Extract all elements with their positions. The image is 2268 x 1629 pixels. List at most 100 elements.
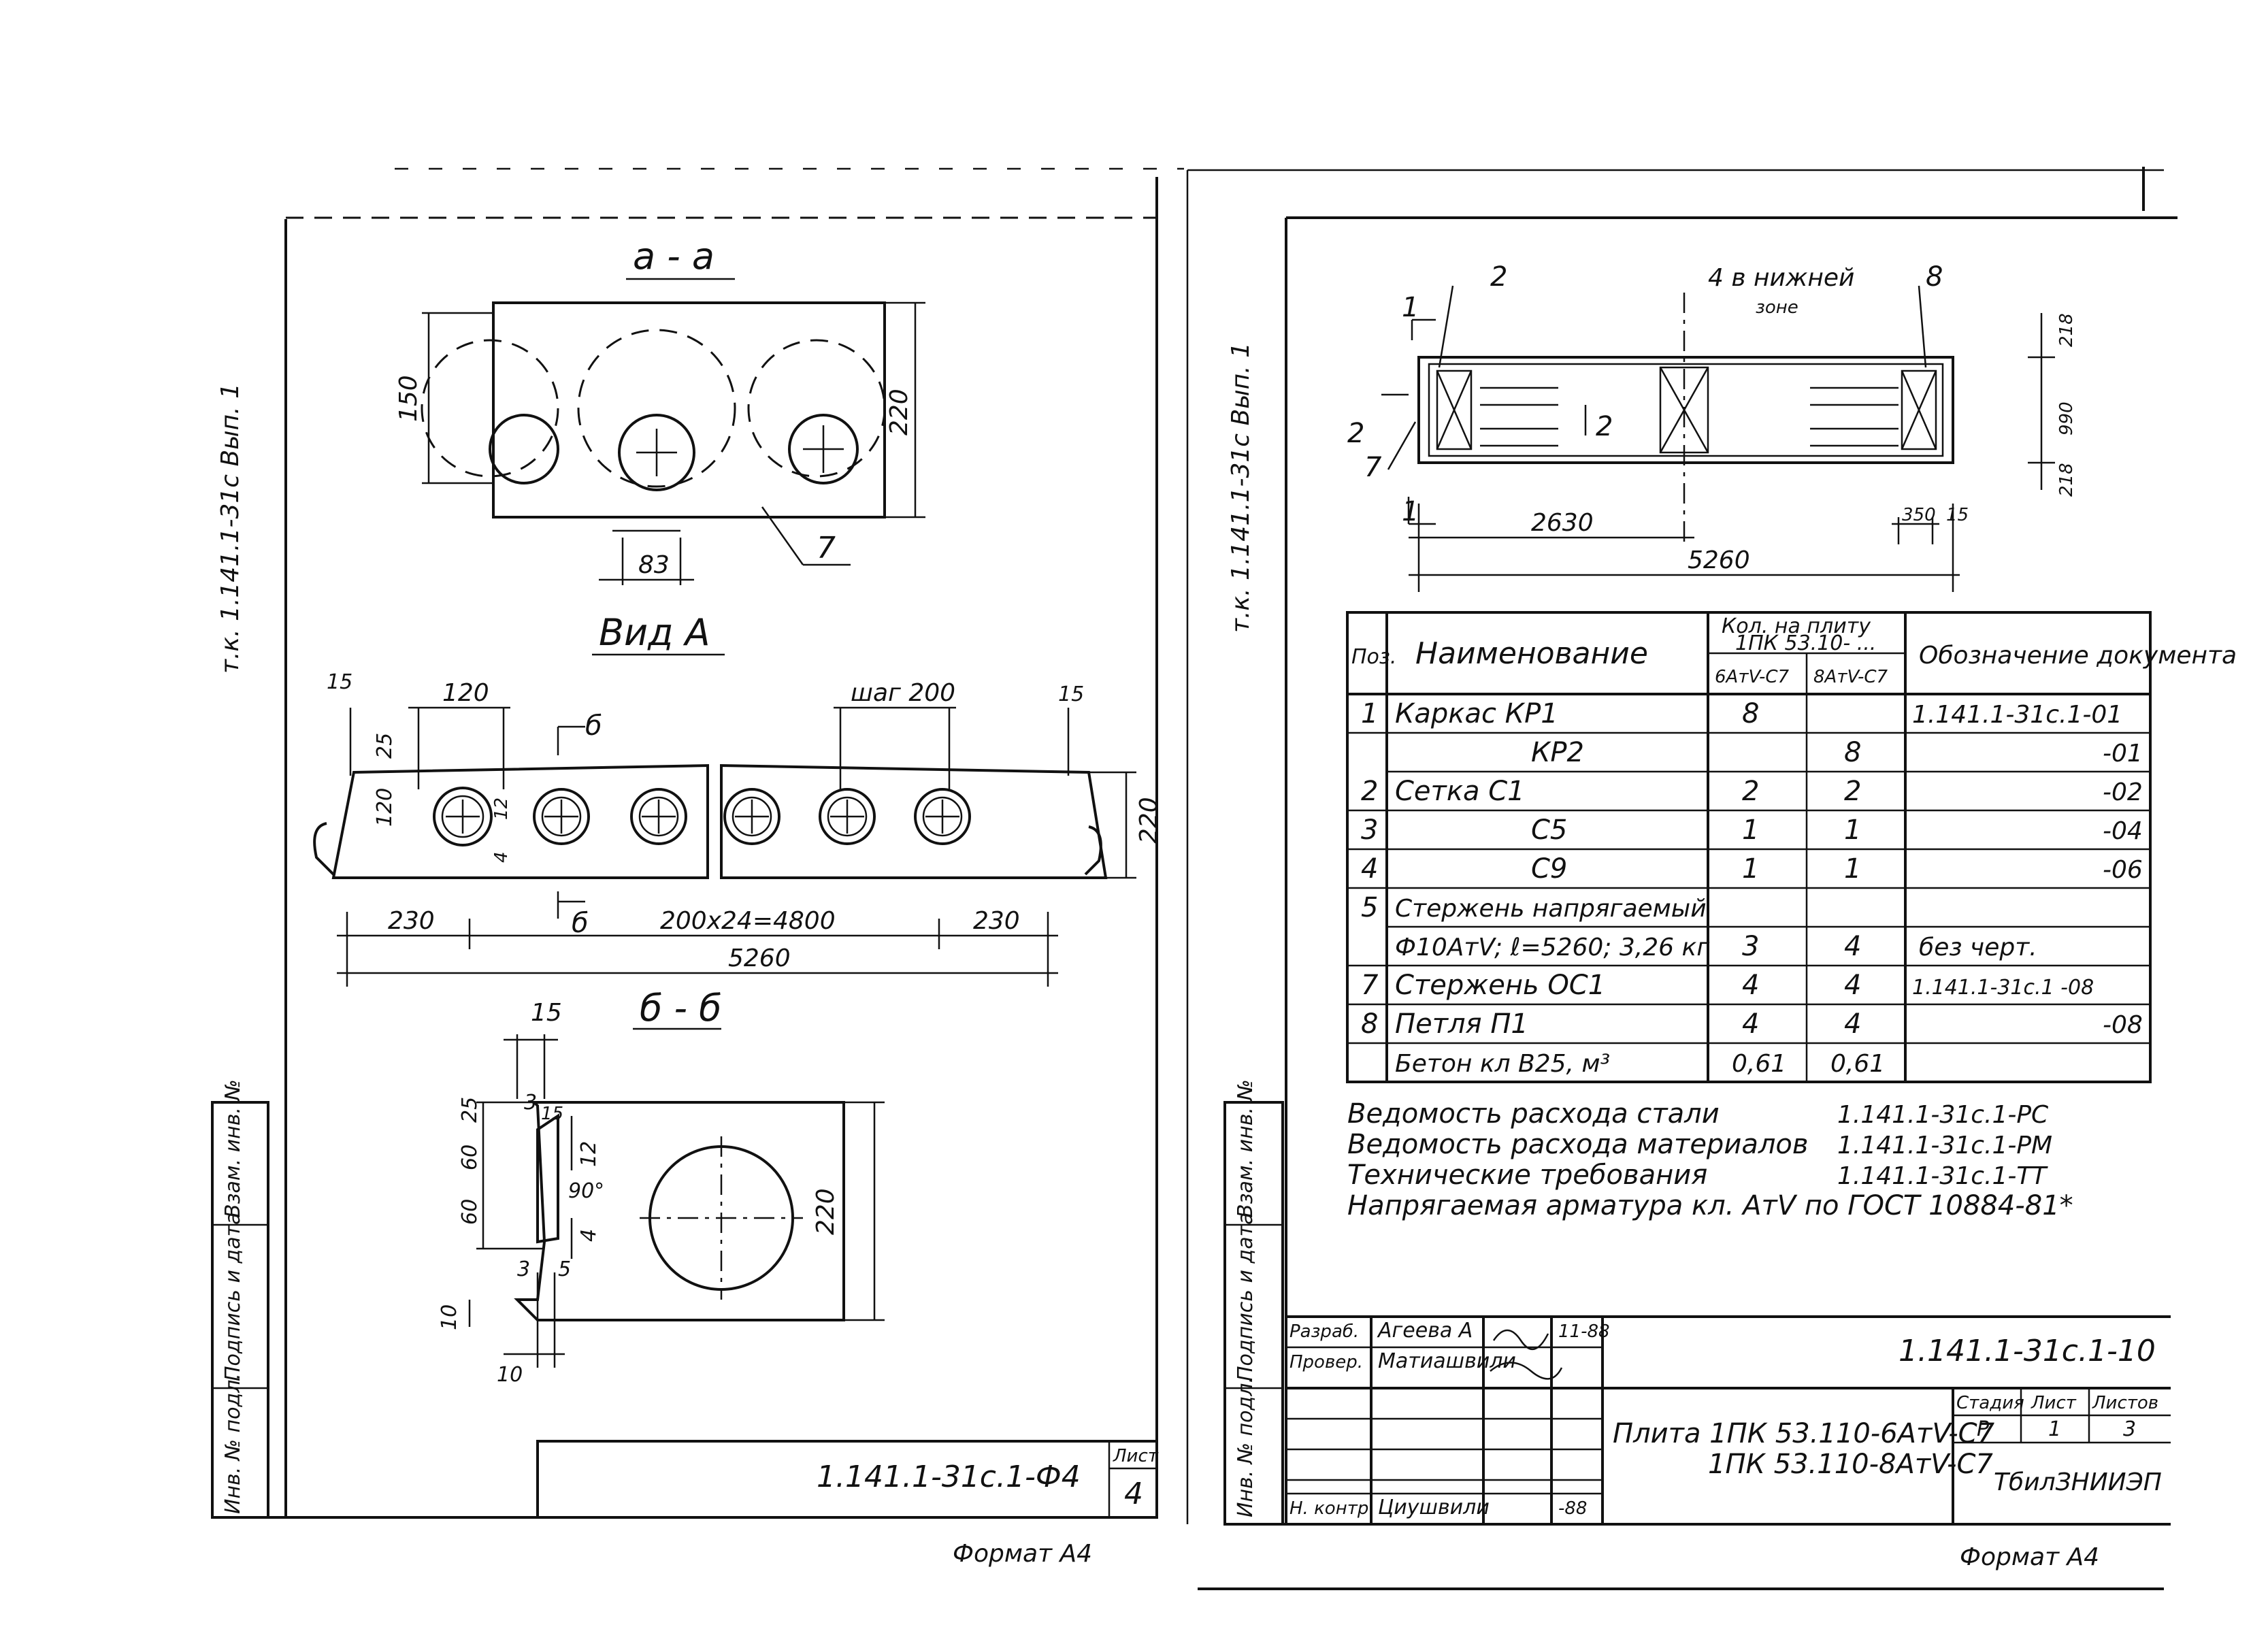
plan-label-1a: 1 — [1402, 292, 1419, 323]
plan-label-2: 2 — [1490, 261, 1507, 293]
th-col-b: 8АтV-С7 — [1813, 667, 1888, 687]
dim-bb-25: 25 — [458, 1097, 482, 1123]
plan-dim-5260: 5260 — [1688, 546, 1750, 574]
cell-doc: 1.141.1-31с.1-01 — [1912, 701, 2122, 729]
right-stamp-col-1: Взам. инв. № — [1234, 1079, 1258, 1218]
dim-va-230a: 230 — [388, 907, 435, 935]
tb-sheets: 3 — [2123, 1417, 2136, 1441]
left-sheet-no: 4 — [1124, 1477, 1143, 1511]
table-row: 1 Каркас КР1 8 1.141.1-31с.1-01 — [1361, 698, 2122, 729]
dim-bb-angle: 90° — [568, 1179, 604, 1203]
left-stamp-col-2: Подпись и дата — [221, 1213, 245, 1382]
cell-name: Сетка С1 — [1395, 776, 1525, 807]
cell-name: КР2 — [1531, 737, 1584, 768]
cell-doc: -04 — [2103, 817, 2143, 845]
dim-va-15a: 15 — [327, 670, 352, 694]
tb-role: Провер. — [1289, 1352, 1363, 1372]
right-stamp-col-3: Инв. № подл. — [1234, 1377, 1258, 1517]
table-row: 5 Стержень напрягаемый — [1361, 892, 1707, 923]
cell-b: 1 — [1844, 853, 1861, 885]
note-ref: 1.141.1-31с.1-РС — [1837, 1101, 2049, 1129]
signature-mark — [1490, 1329, 1563, 1380]
right-format: Формат А4 — [1960, 1543, 2099, 1571]
th-qty-sub: 1ПК 53.10- ... — [1735, 631, 1876, 655]
right-sheet: т.к. 1.141.1-31с Вып. 1 Взам. инв. № Под… — [1186, 167, 2237, 1590]
dim-bb-3a: 3 — [524, 1091, 537, 1115]
dim-bb-60a: 60 — [458, 1145, 482, 1170]
tb-sheet: 1 — [2048, 1417, 2061, 1441]
plan-dim-218a: 218 — [2056, 313, 2077, 347]
plan-dim-218b: 218 — [2056, 463, 2077, 497]
table-row: Бетон кл В25, м³ 0,61 0,61 — [1395, 1050, 1885, 1078]
dim-va-220: 220 — [1135, 797, 1163, 844]
title-block — [1286, 1315, 2171, 1524]
table-row: Ф10АтV; ℓ=5260; 3,26 кг 3 4 без черт. — [1395, 931, 2037, 962]
plan-label-1b: 1 — [1402, 496, 1419, 527]
cell-doc: без черт. — [1919, 934, 2037, 961]
cell-b: 1 — [1844, 814, 1861, 846]
dim-bb-60b: 60 — [458, 1199, 482, 1225]
th-col-a: 6АтV-С7 — [1715, 667, 1790, 687]
cell-name: Петля П1 — [1395, 1008, 1528, 1040]
dim-va-step: шаг 200 — [851, 679, 955, 707]
tb-name: Агеева А — [1377, 1319, 1473, 1343]
plan-label-8: 8 — [1926, 261, 1943, 293]
cell-a: 4 — [1742, 1008, 1759, 1040]
cell-pos: 1 — [1361, 698, 1378, 729]
cell-a: 2 — [1742, 776, 1759, 807]
cell-doc: -02 — [2103, 778, 2143, 806]
dim-va-120v: 120 — [373, 788, 397, 827]
cell-b: 8 — [1844, 737, 1861, 768]
dim-aa-83: 83 — [638, 551, 670, 579]
cell-name: Стержень напрягаемый — [1395, 895, 1707, 923]
cell-b: 0,61 — [1830, 1050, 1885, 1078]
cell-pos: 2 — [1361, 776, 1378, 807]
dim-bb-10b: 10 — [497, 1363, 523, 1387]
dim-aa-150: 150 — [395, 375, 423, 422]
cell-name: Ф10АтV; ℓ=5260; 3,26 кг — [1395, 934, 1710, 961]
left-stamp-col-3: Инв. № подл. — [221, 1373, 245, 1514]
section-aa-drawing — [421, 301, 925, 585]
dim-va-25: 25 — [373, 733, 397, 759]
dim-va-span: 200x24=4800 — [660, 907, 836, 935]
tb-role: Разраб. — [1289, 1321, 1359, 1342]
dim-aa-220: 220 — [885, 389, 913, 435]
left-stamp-col-1: Взам. инв. № — [221, 1079, 245, 1218]
dim-bb-5: 5 — [558, 1257, 571, 1281]
cell-doc: -06 — [2103, 856, 2143, 884]
table-row: 7 Стержень ОС1 4 4 1.141.1-31с.1 -08 — [1361, 970, 2094, 1001]
dim-bb-3b: 3 — [517, 1257, 530, 1281]
cut-mark-b-top: б — [585, 710, 602, 742]
tb-name: Циушвили — [1378, 1496, 1490, 1519]
table-row: 3 С5 1 1 -04 — [1361, 814, 2143, 846]
tb-title-1: Плита 1ПК 53.110-6АтV-С7 — [1613, 1418, 1995, 1449]
plan-label-4b: зоне — [1756, 297, 1798, 318]
tb-doc-code: 1.141.1-31с.1-10 — [1899, 1334, 2156, 1368]
cell-b: 4 — [1844, 931, 1861, 962]
dim-va-12: 12 — [491, 797, 512, 820]
tb-title-2: 1ПК 53.110-8АтV-С7 — [1708, 1449, 1993, 1480]
th-qty: Кол. на плиту — [1722, 614, 1871, 638]
cell-name: Каркас КР1 — [1395, 698, 1558, 729]
tb-name: Матиашвили — [1378, 1349, 1516, 1373]
cut-mark-b-bottom: б — [572, 908, 589, 939]
cell-b: 4 — [1844, 970, 1861, 1001]
th-doc: Обозначение документа — [1919, 642, 2237, 670]
dim-bb-220: 220 — [812, 1188, 840, 1235]
plan-dim-990: 990 — [2056, 401, 2077, 435]
th-pos: Поз. — [1351, 645, 1396, 669]
section-aa-title: а - а — [633, 235, 714, 278]
cell-b: 4 — [1844, 1008, 1861, 1040]
cell-pos: 5 — [1361, 892, 1378, 923]
note-text: Ведомость расхода материалов — [1347, 1129, 1808, 1160]
view-a-title: Вид А — [599, 611, 710, 654]
dim-va-230b: 230 — [973, 907, 1020, 935]
tb-sheets-label: Листов — [2092, 1393, 2158, 1413]
cell-a: 4 — [1742, 970, 1759, 1001]
note-text: Технические требования — [1347, 1159, 1707, 1191]
th-name: Наименование — [1415, 636, 1648, 671]
plan-label-7: 7 — [1364, 452, 1382, 483]
cell-a: 1 — [1742, 814, 1759, 846]
notes-list: Ведомость расхода стали 1.141.1-31с.1-РС… — [1347, 1098, 2073, 1221]
tb-date: -88 — [1558, 1498, 1587, 1519]
